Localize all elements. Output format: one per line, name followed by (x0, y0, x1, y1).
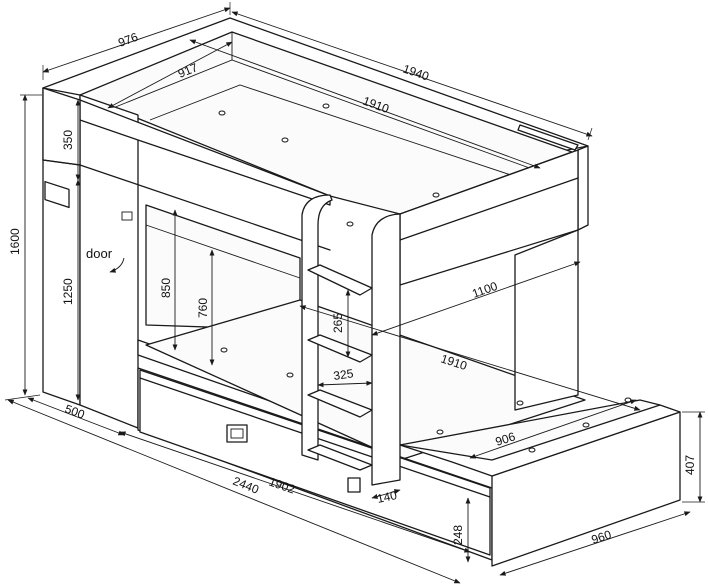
dim-407: 407 (683, 455, 697, 475)
dim-350: 350 (61, 130, 75, 150)
dim-976: 976 (116, 30, 140, 50)
dim-760: 760 (196, 298, 210, 318)
wardrobe (42, 87, 331, 429)
dim-140: 140 (376, 488, 399, 506)
dim-1250: 1250 (61, 278, 75, 305)
dim-906: 906 (494, 429, 518, 449)
dim-850: 850 (159, 278, 173, 298)
dim-1100: 1100 (470, 279, 499, 301)
dim-500: 500 (63, 402, 87, 422)
dim-1600: 1600 (8, 228, 22, 255)
dim-2440: 2440 (231, 474, 261, 497)
dim-265: 265 (331, 313, 345, 333)
dim-248: 248 (451, 525, 465, 545)
door-annotation: door (86, 246, 125, 273)
dim-325: 325 (332, 366, 354, 383)
door-label: door (86, 246, 113, 261)
dim-960: 960 (590, 527, 614, 547)
dimension-lines (4, 2, 705, 584)
